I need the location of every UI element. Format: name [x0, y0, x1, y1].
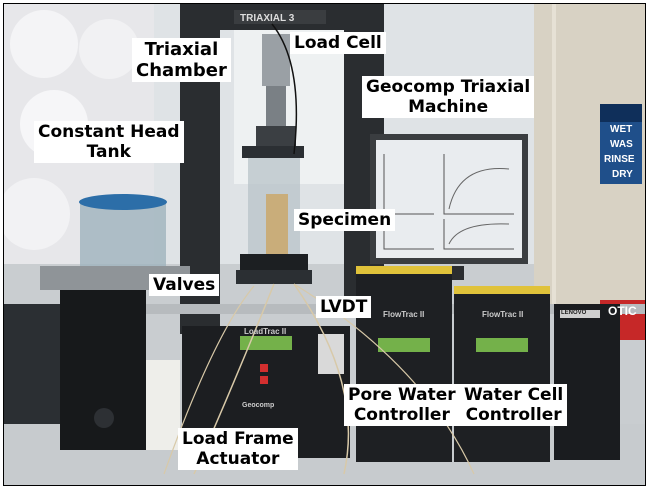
monitor: [370, 134, 528, 280]
label-specimen: Specimen: [294, 209, 396, 231]
sign-was: WAS: [610, 139, 633, 150]
pc-tower-right: [554, 304, 620, 460]
label-valves: Valves: [149, 274, 220, 296]
label-load-frame-actuator: Load Frame Actuator: [178, 428, 298, 470]
brand-text: Geocomp: [242, 402, 275, 409]
pore-water-controller: [356, 266, 452, 462]
sign-dry: DRY: [612, 169, 633, 180]
water-cell-controller: [454, 286, 550, 462]
frame-plate-text: TRIAXIAL 3: [240, 13, 295, 24]
label-constant-head-tank: Constant Head Tank: [34, 121, 184, 163]
loadtrac-text: LoadTrac II: [244, 327, 287, 336]
label-pore-water-controller: Pore Water Controller: [344, 384, 460, 426]
label-triaxial-chamber: Triaxial Chamber: [132, 38, 231, 82]
triaxial-chamber: [236, 126, 312, 284]
ups-box: [146, 360, 180, 450]
load-cell: [262, 34, 290, 86]
flowtrac-left-text: FlowTrac II: [383, 310, 425, 319]
label-water-cell-controller: Water Cell Controller: [460, 384, 568, 426]
sign-wet: WET: [610, 124, 633, 135]
wash-sign: [600, 104, 642, 184]
label-load-cell: Load Cell: [290, 32, 386, 54]
label-geocomp-machine: Geocomp Triaxial Machine: [362, 76, 535, 118]
specimen: [266, 194, 288, 254]
label-lvdt: LVDT: [316, 296, 372, 318]
sign-rinse: RINSE: [604, 154, 635, 165]
flowtrac-right-text: FlowTrac II: [482, 310, 524, 319]
photo-triaxial-setup: TRIAXIAL 3 FlowTrac II FlowTrac II LoadT…: [3, 3, 646, 486]
lenovo-text: LENOVO: [561, 310, 587, 316]
notice-sign: OTIC: [608, 304, 637, 318]
